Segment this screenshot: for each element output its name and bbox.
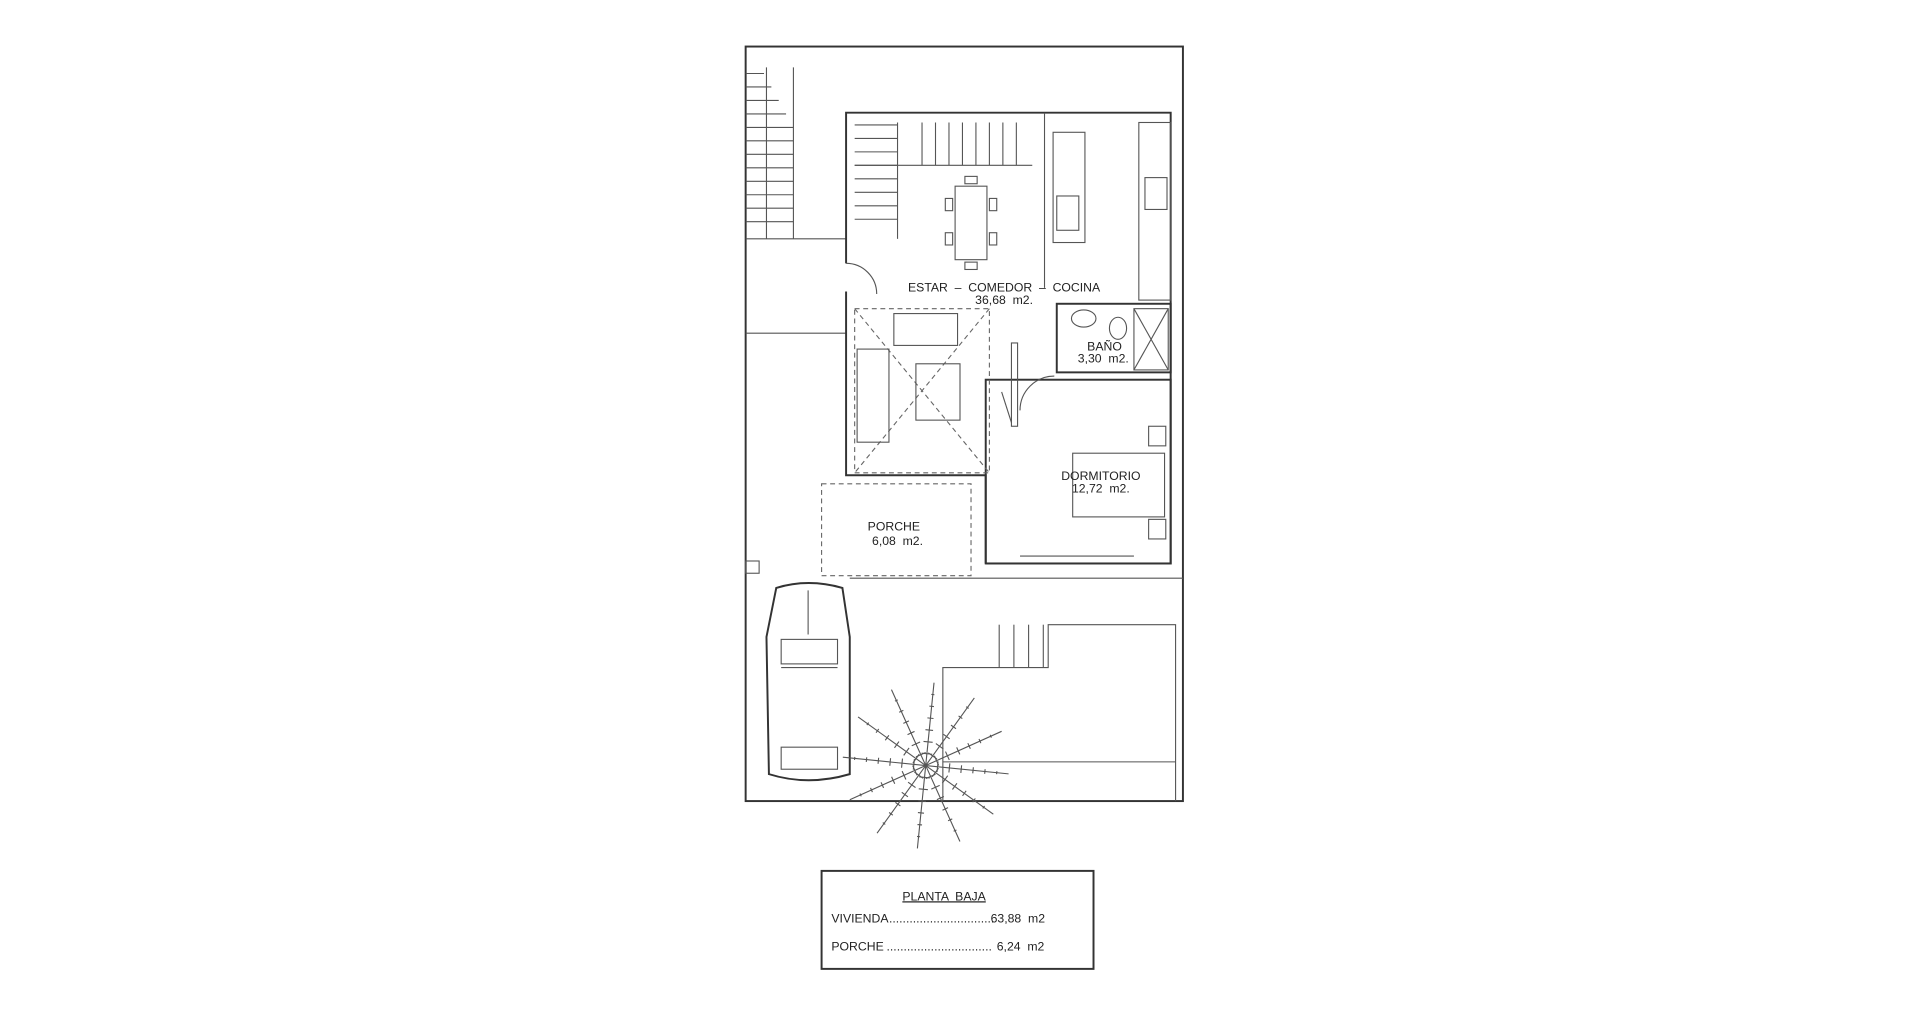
house-walls [845, 111, 1172, 565]
legend-value-porche: 6,24 m2 [997, 940, 1045, 954]
legend-dots-porche: ............................... [887, 940, 992, 954]
exterior-stairs [745, 67, 794, 239]
legend-dots-vivienda: ............................... [889, 911, 994, 925]
garden-terrace [942, 624, 1177, 802]
room-name-porche: PORCHE [868, 519, 920, 533]
room-area-estar: 36,68 m2. [975, 293, 1033, 307]
legend-value-vivienda: 63,88 m2 [991, 911, 1046, 925]
palm-tree-icon [842, 682, 1009, 849]
legend-title: PLANTA BAJA [902, 889, 986, 903]
room-name-bano: BAÑO [1087, 339, 1122, 353]
room-name-dormitorio: DORMITORIO [1061, 469, 1140, 483]
room-area-porche: 6,08 m2. [872, 534, 923, 548]
room-name-estar: ESTAR – COMEDOR – COCINA [908, 281, 1101, 295]
car-icon [765, 582, 851, 782]
legend-label-vivienda: VIVIENDA [831, 911, 889, 925]
area-legend: PLANTA BAJA VIVIENDA ...................… [820, 869, 1095, 970]
legend-label-porche: PORCHE [831, 940, 883, 954]
room-area-dormitorio: 12,72 m2. [1072, 481, 1130, 495]
lot-boundary [744, 45, 1184, 803]
room-area-bano: 3,30 m2. [1078, 352, 1129, 366]
